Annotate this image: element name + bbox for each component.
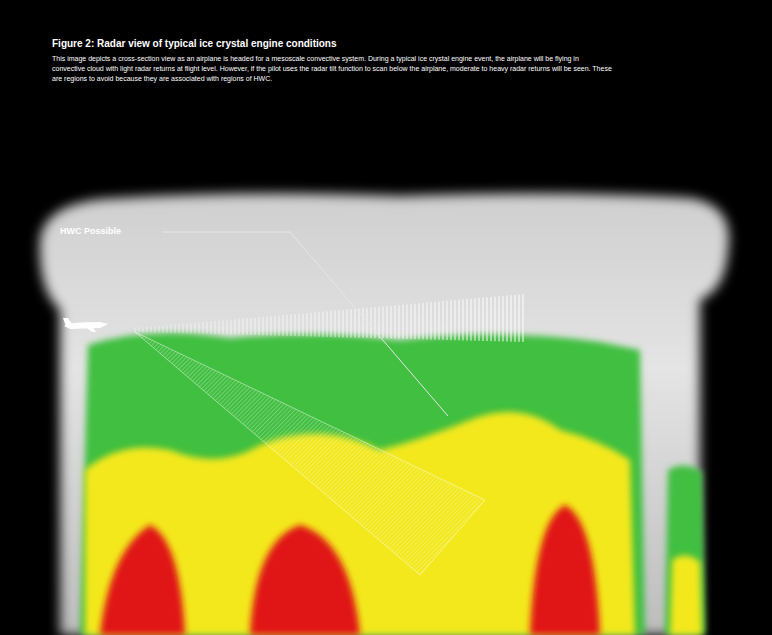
scan-lines xyxy=(135,294,523,342)
light-returns xyxy=(80,333,705,635)
cloud xyxy=(40,193,729,635)
airplane xyxy=(63,318,108,332)
figure-caption: This image depicts a cross-section view … xyxy=(52,54,612,84)
callout-label: HWC Possible xyxy=(60,226,121,236)
radar-beam xyxy=(135,332,485,575)
leader-line xyxy=(162,232,448,416)
figure-title: Figure 2: Radar view of typical ice crys… xyxy=(52,38,337,49)
heavy-returns xyxy=(100,505,600,635)
